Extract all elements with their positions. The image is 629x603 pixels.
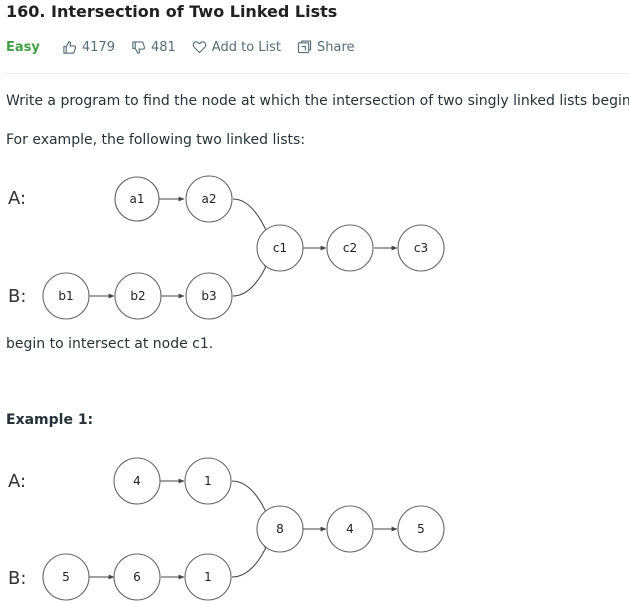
node-b1: b1 [42,272,90,320]
intersection-diagram: A: B: a1 a2 b1 b2 b3 c1 [8,175,445,320]
svg-text:6: 6 [133,570,141,584]
node-c1: 8 [256,505,304,553]
share-icon [297,40,312,54]
svg-text:a2: a2 [202,192,217,206]
svg-text:5: 5 [62,570,70,584]
list-a-label: A: [8,471,26,492]
edge-a2-c1 [231,480,269,518]
heart-icon [192,41,207,54]
node-b1: 5 [42,553,90,601]
edge-b3-c1 [231,542,269,578]
edge-b3-c1 [232,261,269,297]
svg-text:c1: c1 [273,241,287,255]
node-c2: 4 [326,505,374,553]
node-a1: 4 [113,457,161,505]
svg-text:8: 8 [276,522,284,536]
example-lead-text: For example, the following two linked li… [6,132,306,148]
svg-text:a1: a1 [130,192,145,206]
problem-meta-bar: Easy 4179 481 Add to List S [6,38,371,56]
node-c3: 5 [397,505,445,553]
svg-text:1: 1 [204,474,212,488]
like-button[interactable]: 4179 [62,40,115,55]
list-b-label: B: [8,568,26,589]
list-b-label: B: [8,286,26,307]
node-a2: 1 [184,457,232,505]
example-1-diagram: A: B: 4 1 5 6 1 8 [8,457,445,601]
thumbs-down-icon [132,40,146,54]
svg-text:5: 5 [417,522,425,536]
like-count: 4179 [81,39,115,55]
dislike-count: 481 [150,39,176,55]
add-to-list-button[interactable]: Add to List [192,40,281,55]
svg-text:c3: c3 [414,241,428,255]
intersect-text: begin to intersect at node c1. [6,336,214,352]
node-b3: 1 [184,553,232,601]
svg-text:1: 1 [204,570,212,584]
svg-text:4: 4 [133,474,141,488]
problem-title: 160. Intersection of Two Linked Lists [6,2,338,21]
svg-text:c2: c2 [343,241,357,255]
node-c2: c2 [326,224,374,272]
add-to-list-label: Add to List [211,39,282,55]
node-b2: b2 [114,272,162,320]
dislike-button[interactable]: 481 [131,40,176,55]
node-c3: c3 [397,224,445,272]
share-button[interactable]: Share [297,40,355,55]
edge-a2-c1 [232,198,269,236]
svg-text:b2: b2 [130,289,145,303]
node-b2: 6 [113,553,161,601]
example-1-heading: Example 1: [6,412,94,428]
svg-text:b3: b3 [201,289,216,303]
share-label: Share [317,39,355,55]
thumbs-up-icon [63,40,76,54]
node-c1: c1 [256,224,304,272]
svg-text:4: 4 [346,522,354,536]
node-a2: a2 [185,175,233,223]
node-a1: a1 [114,176,160,222]
svg-text:b1: b1 [58,289,73,303]
list-a-label: A: [8,188,26,209]
node-b3: b3 [185,272,233,320]
problem-intro-text: Write a program to find the node at whic… [6,93,629,109]
header-divider [4,73,629,74]
difficulty-badge: Easy [6,39,40,55]
